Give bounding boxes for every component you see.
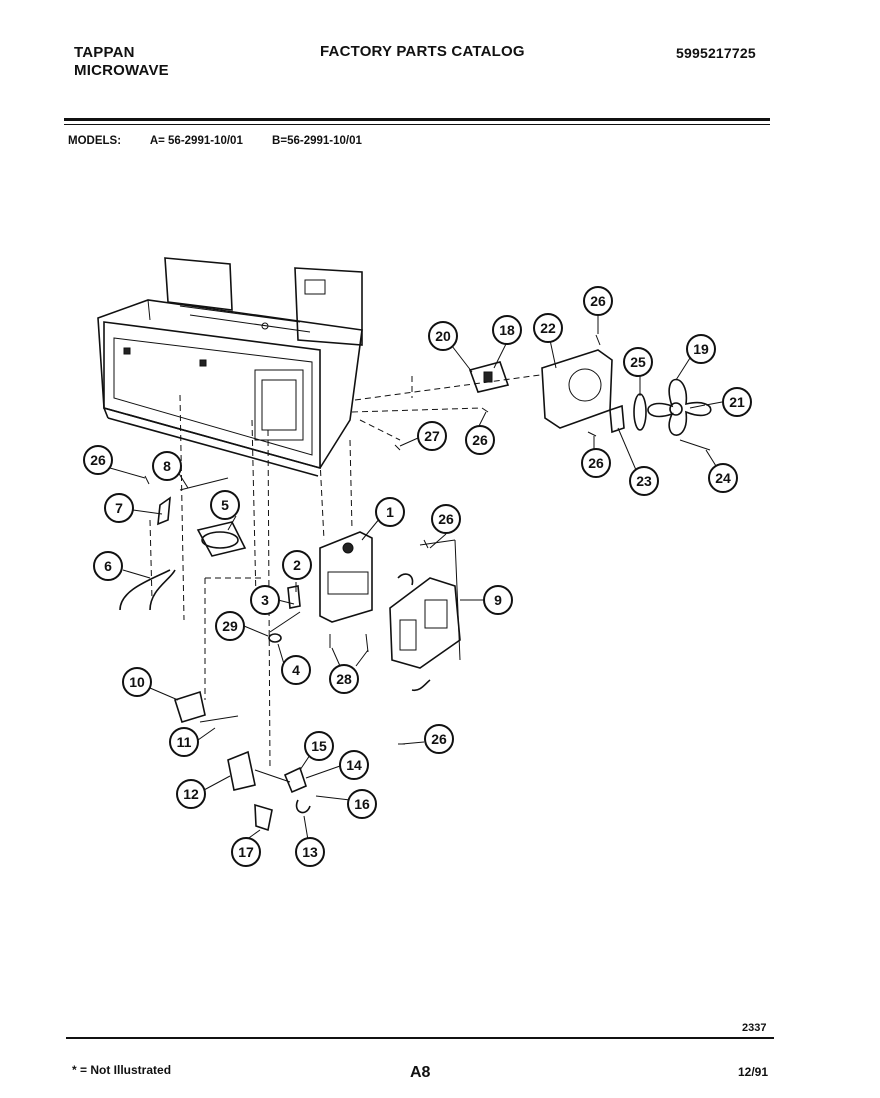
svg-text:5: 5 xyxy=(221,497,229,513)
svg-text:12: 12 xyxy=(183,786,199,802)
svg-text:26: 26 xyxy=(431,731,447,747)
callout-18: 18 xyxy=(492,315,522,345)
svg-text:26: 26 xyxy=(438,511,454,527)
callout-3: 3 xyxy=(250,585,280,615)
svg-text:24: 24 xyxy=(715,470,731,486)
svg-text:26: 26 xyxy=(588,455,604,471)
callout-29: 29 xyxy=(215,611,245,641)
callout-19: 19 xyxy=(686,334,716,364)
brand-name: TAPPAN xyxy=(74,44,135,61)
svg-text:10: 10 xyxy=(129,674,145,690)
svg-text:20: 20 xyxy=(435,328,451,344)
svg-text:23: 23 xyxy=(636,473,652,489)
svg-text:13: 13 xyxy=(302,844,318,860)
callout-20: 20 xyxy=(428,321,458,351)
model-b: B=56-2991-10/01 xyxy=(272,135,362,147)
svg-text:6: 6 xyxy=(104,558,112,574)
callout-13: 13 xyxy=(295,837,325,867)
svg-text:28: 28 xyxy=(336,671,352,687)
callout-4: 4 xyxy=(281,655,311,685)
svg-text:7: 7 xyxy=(115,500,123,516)
footer-rule xyxy=(66,1037,774,1039)
callout-17: 17 xyxy=(231,837,261,867)
callout-2: 2 xyxy=(282,550,312,580)
drawing-number: 2337 xyxy=(742,1022,767,1034)
models-label: MODELS: xyxy=(68,135,122,147)
svg-text:18: 18 xyxy=(499,322,515,338)
page-number: A8 xyxy=(410,1064,431,1081)
callout-28: 28 xyxy=(329,664,359,694)
svg-text:15: 15 xyxy=(311,738,327,754)
cabinet-assembly xyxy=(97,257,363,477)
callout-26: 26 xyxy=(465,425,495,455)
svg-text:8: 8 xyxy=(163,458,171,474)
callout-9: 9 xyxy=(483,585,513,615)
svg-text:19: 19 xyxy=(693,341,709,357)
alignment-lines xyxy=(149,374,541,771)
callout-26: 26 xyxy=(424,724,454,754)
leader-lines xyxy=(109,312,723,841)
callout-5: 5 xyxy=(210,490,240,520)
svg-text:26: 26 xyxy=(90,452,106,468)
callout-26: 26 xyxy=(583,286,613,316)
catalog-number: 5995217725 xyxy=(676,45,756,61)
print-date: 12/91 xyxy=(738,1065,769,1079)
header-rule xyxy=(64,118,770,121)
callout-24: 24 xyxy=(708,463,738,493)
callout-1: 1 xyxy=(375,497,405,527)
footnote: * = Not Illustrated xyxy=(72,1063,172,1077)
svg-text:14: 14 xyxy=(346,757,362,773)
callout-12: 12 xyxy=(176,779,206,809)
svg-text:16: 16 xyxy=(354,796,370,812)
svg-text:17: 17 xyxy=(238,844,254,860)
callout-7: 7 xyxy=(104,493,134,523)
electrical-components xyxy=(119,477,373,643)
svg-text:9: 9 xyxy=(494,592,502,608)
control-box xyxy=(389,539,461,692)
svg-text:27: 27 xyxy=(424,428,440,444)
callout-25: 25 xyxy=(623,347,653,377)
svg-text:26: 26 xyxy=(472,432,488,448)
callout-15: 15 xyxy=(304,731,334,761)
callout-26: 26 xyxy=(83,445,113,475)
svg-text:3: 3 xyxy=(261,592,269,608)
fan-motor-assembly xyxy=(468,349,712,451)
callout-26: 26 xyxy=(431,504,461,534)
page-title: FACTORY PARTS CATALOG xyxy=(320,43,525,60)
svg-text:4: 4 xyxy=(292,662,300,678)
callout-21: 21 xyxy=(722,387,752,417)
callout-6: 6 xyxy=(93,551,123,581)
door-switches xyxy=(173,690,311,832)
svg-text:29: 29 xyxy=(222,618,238,634)
callout-16: 16 xyxy=(347,789,377,819)
svg-text:26: 26 xyxy=(590,293,606,309)
callout-27: 27 xyxy=(417,421,447,451)
callout-8: 8 xyxy=(152,451,182,481)
header-rule-thin xyxy=(64,124,770,125)
callout-10: 10 xyxy=(122,667,152,697)
product-name: MICROWAVE xyxy=(74,62,169,79)
callout-23: 23 xyxy=(629,466,659,496)
callout-11: 11 xyxy=(169,727,199,757)
callout-14: 14 xyxy=(339,750,369,780)
svg-text:1: 1 xyxy=(386,504,394,520)
callout-26: 26 xyxy=(581,448,611,478)
svg-text:2: 2 xyxy=(293,557,301,573)
svg-text:11: 11 xyxy=(177,734,192,750)
screws xyxy=(144,334,601,745)
svg-text:25: 25 xyxy=(630,354,646,370)
models-line: MODELS: A= 56-2991-10/01 B=56-2991-10/01 xyxy=(68,135,388,147)
model-a: A= 56-2991-10/01 xyxy=(149,135,243,147)
svg-text:21: 21 xyxy=(729,394,745,410)
callout-22: 22 xyxy=(533,313,563,343)
svg-text:22: 22 xyxy=(540,320,556,336)
